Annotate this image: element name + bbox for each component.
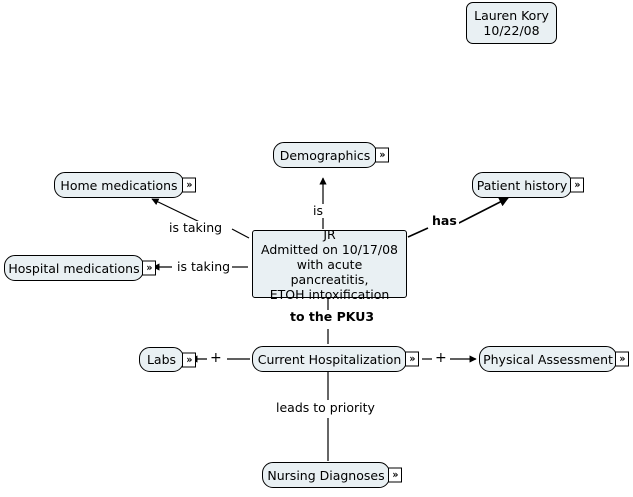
node-labs[interactable]: Labs » bbox=[139, 347, 196, 372]
node-jr-line-2: Admitted on 10/17/08 bbox=[261, 241, 398, 257]
expand-chevron-icon[interactable]: » bbox=[375, 147, 389, 163]
expand-chevron-icon[interactable]: » bbox=[182, 352, 196, 367]
node-home-medications-label: Home medications bbox=[60, 177, 178, 193]
edge-label-plus-physical[interactable]: + bbox=[432, 351, 450, 365]
stamp-author: Lauren Kory bbox=[474, 8, 549, 23]
expand-chevron-icon[interactable]: » bbox=[182, 177, 196, 193]
node-demographics-label: Demographics bbox=[279, 147, 371, 163]
node-patient-history[interactable]: Patient history » bbox=[472, 172, 584, 198]
edge-label-is-taking-home[interactable]: is taking bbox=[167, 220, 225, 235]
edge-label-to-the-pku3[interactable]: to the PKU3 bbox=[288, 309, 377, 324]
edge-jr-patient-history bbox=[407, 197, 509, 238]
node-home-medications[interactable]: Home medications » bbox=[54, 172, 196, 198]
node-current-hospitalization-label: Current Hospitalization bbox=[257, 351, 402, 367]
edge-label-leads-to-priority[interactable]: leads to priority bbox=[274, 400, 377, 415]
node-hospital-medications-label: Hospital medications bbox=[8, 260, 140, 276]
node-physical-assessment-label: Physical Assessment bbox=[483, 351, 613, 367]
node-jr-line-1: JR bbox=[323, 226, 336, 242]
edge-label-plus-labs[interactable]: + bbox=[207, 351, 225, 365]
expand-chevron-icon[interactable]: » bbox=[570, 177, 584, 193]
edge-label-is[interactable]: is bbox=[311, 203, 325, 218]
expand-chevron-icon[interactable]: » bbox=[615, 351, 629, 367]
node-nursing-diagnoses[interactable]: Nursing Diagnoses » bbox=[262, 462, 402, 488]
node-demographics[interactable]: Demographics » bbox=[273, 142, 389, 168]
node-patient-history-label: Patient history bbox=[476, 177, 568, 193]
expand-chevron-icon[interactable]: » bbox=[388, 467, 402, 483]
edge-label-is-taking-hospital[interactable]: is taking bbox=[175, 259, 233, 274]
node-jr-line-4: ETOH intoxification bbox=[269, 286, 390, 302]
expand-chevron-icon[interactable]: » bbox=[405, 351, 419, 367]
node-hospital-medications[interactable]: Hospital medications » bbox=[4, 255, 156, 281]
node-nursing-diagnoses-label: Nursing Diagnoses bbox=[267, 467, 385, 483]
author-date-stamp[interactable]: Lauren Kory 10/22/08 bbox=[466, 2, 557, 44]
node-jr-patient-label: JR Admitted on 10/17/08 with acute pancr… bbox=[260, 227, 399, 302]
edge-label-has[interactable]: has bbox=[430, 213, 459, 228]
node-current-hospitalization[interactable]: Current Hospitalization » bbox=[252, 346, 419, 372]
expand-chevron-icon[interactable]: » bbox=[142, 260, 156, 276]
node-physical-assessment[interactable]: Physical Assessment » bbox=[479, 346, 629, 372]
node-jr-line-3: with acute pancreatitis, bbox=[290, 256, 369, 287]
node-labs-label: Labs bbox=[146, 352, 177, 367]
node-jr-patient[interactable]: JR Admitted on 10/17/08 with acute pancr… bbox=[252, 227, 407, 302]
stamp-date: 10/22/08 bbox=[483, 23, 540, 38]
